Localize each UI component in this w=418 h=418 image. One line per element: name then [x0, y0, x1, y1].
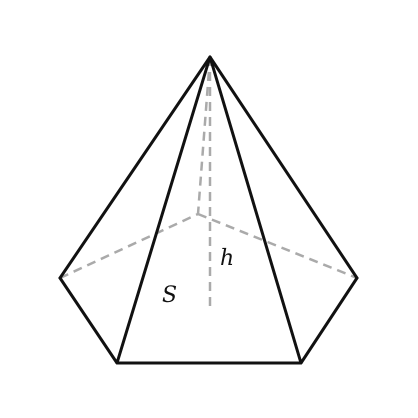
hidden-base-edge-right	[197, 212, 358, 280]
lateral-edge-left	[58, 55, 212, 280]
lateral-edge-right	[208, 55, 359, 280]
hidden-base-edge-left	[59, 212, 199, 280]
height-label: h	[220, 246, 234, 271]
slant-height-label: S	[162, 283, 177, 308]
visible-base-edges	[58, 276, 359, 365]
lateral-edge-front-left	[115, 55, 212, 365]
lateral-edge-front-right	[208, 55, 303, 365]
hidden-lateral-edge-back	[196, 56, 212, 215]
